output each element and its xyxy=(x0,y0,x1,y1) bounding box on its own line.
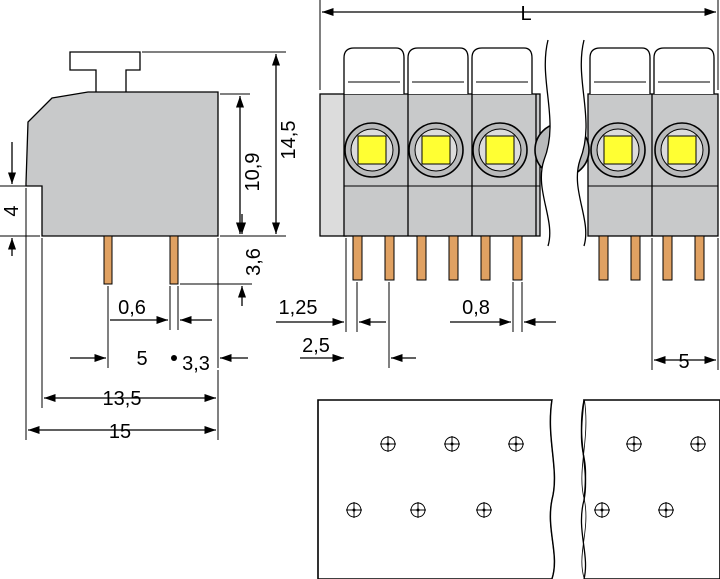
push-button-3 xyxy=(485,135,515,165)
side-actuator-key xyxy=(69,51,141,96)
drill-hole xyxy=(380,436,396,452)
front-break-gap xyxy=(541,40,587,246)
pcb-break-gap xyxy=(550,400,586,579)
dim-pitch: 5 xyxy=(678,351,689,373)
side-pin-right xyxy=(169,235,179,285)
front-key-1 xyxy=(343,47,405,94)
side-center-dot xyxy=(171,355,177,361)
front-pins xyxy=(352,235,705,281)
drill-hole xyxy=(508,436,524,452)
front-pin-4 xyxy=(448,235,459,281)
dim-depth-inner: 13,5 xyxy=(103,388,142,410)
dim-pin-width-side: 0,6 xyxy=(118,297,146,319)
pcb-layout xyxy=(317,399,720,579)
front-pin-2 xyxy=(384,235,395,281)
front-pin-8 xyxy=(630,235,641,281)
side-pin-left xyxy=(103,235,113,285)
front-pin-1 xyxy=(352,235,363,281)
drill-hole xyxy=(346,502,362,518)
front-key-2 xyxy=(407,47,469,94)
drill-hole xyxy=(626,436,642,452)
front-key-5 xyxy=(653,47,715,94)
drill-hole xyxy=(690,436,706,452)
dim-depth-total: 15 xyxy=(109,421,131,443)
drill-hole xyxy=(476,502,492,518)
front-pin-5 xyxy=(480,235,491,281)
front-key-4 xyxy=(589,47,651,94)
dim-pin-length: 3,6 xyxy=(243,248,265,276)
drill-holes xyxy=(346,436,706,518)
drill-hole xyxy=(444,436,460,452)
dim-side-offset: 4 xyxy=(1,205,23,216)
dim-height-total: 14,5 xyxy=(278,121,300,160)
front-view: L xyxy=(276,0,719,373)
front-end-plate xyxy=(319,93,347,237)
front-pin-10 xyxy=(694,235,705,281)
drill-hole xyxy=(594,502,610,518)
dim-offset-2: 2,5 xyxy=(302,335,330,357)
front-key-3 xyxy=(471,47,533,94)
dim-pin-width-front: 0,8 xyxy=(462,297,490,319)
pcb-board-left xyxy=(317,399,556,579)
front-pin-9 xyxy=(662,235,673,281)
dim-height-body: 10,9 xyxy=(242,153,264,192)
drill-hole xyxy=(410,502,426,518)
side-housing xyxy=(25,91,219,237)
pcb-board-right xyxy=(580,399,720,579)
side-view: 14,5 10,9 3,6 4 0,6 5 3,3 13,5 xyxy=(0,51,300,443)
front-pin-7 xyxy=(598,235,609,281)
dim-length-L: L xyxy=(520,3,531,25)
front-pin-3 xyxy=(416,235,427,281)
push-button-4 xyxy=(603,135,633,165)
front-buttons xyxy=(344,122,710,178)
push-button-5 xyxy=(667,135,697,165)
dim-offset-1: 1,25 xyxy=(279,297,318,319)
front-pin-6 xyxy=(512,235,523,281)
push-button-2 xyxy=(421,135,451,165)
dim-pin-spacing-side: 5 xyxy=(136,348,147,370)
push-button-1 xyxy=(357,135,387,165)
drill-hole xyxy=(658,502,674,518)
dim-pin-offset-side: 3,3 xyxy=(182,353,210,375)
